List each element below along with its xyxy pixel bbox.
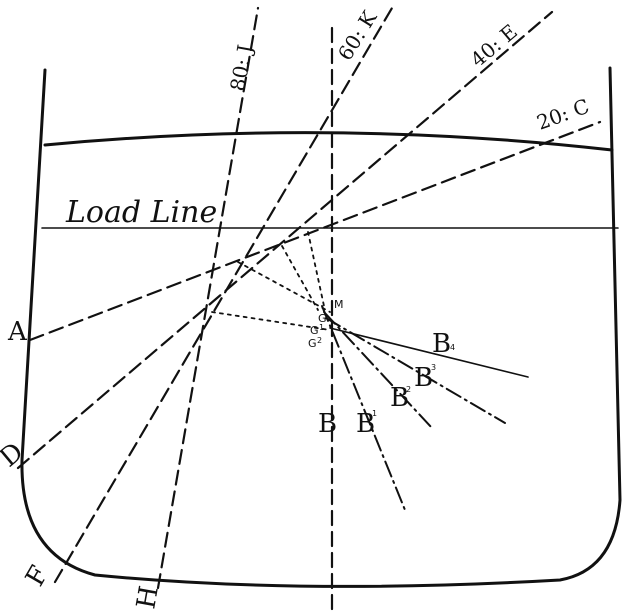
ray-b4: [329, 327, 529, 378]
label-b3-sup: 3: [431, 363, 436, 372]
label-60-k: 60: K: [333, 6, 382, 65]
label-g1-sup: 1: [319, 323, 324, 332]
load-line-label: Load Line: [65, 195, 217, 230]
line-20-degrees: [28, 120, 602, 342]
label-g2: G: [308, 337, 317, 350]
label-b1: B: [356, 409, 375, 439]
label-b1-sup: 1: [372, 409, 377, 418]
label-b2: B: [390, 383, 409, 413]
label-80-j: 80: J: [225, 43, 257, 93]
label-f: F: [20, 561, 55, 592]
line-80-degrees: [156, 6, 260, 590]
ray-b3: [325, 317, 506, 424]
label-g1: G: [310, 324, 319, 337]
label-b: B: [318, 409, 337, 439]
label-b4-sup: 4: [450, 343, 455, 352]
ray-b1: [321, 305, 406, 511]
label-a: A: [7, 317, 28, 347]
label-g2-sup: 2: [317, 336, 322, 345]
label-h: H: [131, 584, 164, 612]
deck-line: [43, 131, 614, 152]
label-d: D: [0, 437, 29, 473]
construction-line-1: [237, 261, 331, 313]
hull-outline: [20, 66, 622, 588]
label-b4: B: [432, 329, 451, 359]
ray-b2: [323, 311, 433, 429]
label-b3: B: [414, 363, 433, 393]
label-b2-sup: 2: [406, 385, 411, 394]
construction-line-4: [211, 311, 331, 331]
label-g: G: [318, 312, 327, 325]
line-40-degrees: [16, 10, 554, 470]
line-60-degrees: [53, 6, 394, 584]
label-m: M: [334, 298, 344, 311]
